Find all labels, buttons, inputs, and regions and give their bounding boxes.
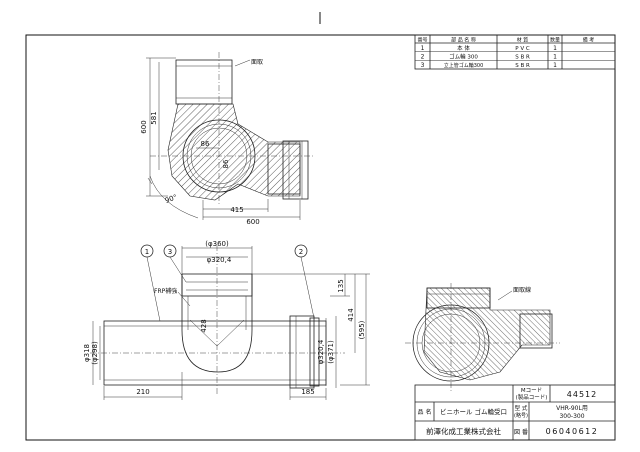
table-row-1-name: 本 体 [457, 44, 470, 52]
type-value-1: VHR-90L用 [556, 405, 588, 412]
table-row-1-qty: 1 [553, 45, 557, 52]
name-value: ビニホール ゴム輪受口 [440, 407, 507, 416]
dim-210: 210 [136, 388, 149, 396]
dim-581-vertical: 581 [150, 111, 158, 124]
label-chamfer-side: 面取線 [513, 286, 531, 294]
table-row-1-no: 1 [421, 45, 425, 52]
table-header-note: 備 考 [583, 37, 595, 44]
table-row-3-qty: 1 [553, 62, 557, 69]
table-header-no: 番号 [417, 37, 427, 44]
table-row-3-material: S B R [515, 63, 530, 69]
company-name: 前澤化成工業株式会社 [426, 426, 501, 436]
balloon-1-label: 1 [145, 248, 149, 256]
top-view: 面取 600 581 86 86 90° 415 600 [140, 52, 315, 226]
table-row-3-no: 3 [421, 62, 425, 69]
table-row-3-name: 立上管ゴム輪300 [444, 62, 484, 69]
dim-d371: (φ371) [327, 340, 335, 364]
drawing-number-label: 図 番 [514, 429, 528, 436]
mcode-value: 44512 [567, 390, 597, 399]
sheet-border [25, 34, 616, 441]
dim-86-horizontal: 86 [201, 140, 210, 148]
dim-600-horizontal: 600 [246, 218, 259, 226]
parts-table: 番号 部 品 名 称 材 質 数量 備 考 1 本 体 P V C 1 2 ゴム… [414, 34, 616, 70]
dim-86-vertical: 86 [222, 159, 230, 168]
table-header-material: 材 質 [517, 37, 529, 44]
type-value-2: 300-300 [559, 413, 584, 420]
balloon-3-label: 3 [168, 248, 172, 256]
table-header-qty: 数量 [550, 37, 560, 44]
balloon-2-label: 2 [299, 248, 303, 256]
side-view: 面取線 [405, 283, 560, 392]
dim-185: 185 [301, 388, 314, 396]
label-frp: FRP補強 [154, 287, 177, 295]
dim-d298: (φ298) [91, 341, 99, 365]
table-row-1-material: P V C [515, 46, 530, 52]
dim-d320-top: φ320,4 [207, 256, 232, 264]
dim-d320-right: φ320,4 [317, 339, 325, 364]
dim-135: 135 [337, 279, 345, 292]
dim-414: 414 [347, 308, 355, 322]
type-label-2: (略号) [514, 412, 528, 419]
title-block: Mコード (製品コード) 44512 品 名 ビニホール ゴム輪受口 型 式 (… [414, 384, 616, 441]
table-row-2-qty: 1 [553, 54, 557, 61]
label-chamfer-top: 面取 [251, 59, 263, 66]
table-row-2-name: ゴム輪 300 [449, 53, 478, 61]
table-row-2-no: 2 [421, 54, 425, 61]
table-header-name: 部 品 名 称 [451, 37, 476, 44]
dim-d360: (φ360) [205, 240, 229, 248]
dim-600-vertical: 600 [140, 120, 148, 133]
name-label: 品 名 [418, 408, 432, 416]
drawing-number-value: 06040612 [546, 427, 599, 436]
type-label-1: 型 式 [515, 404, 528, 412]
dim-angle-90: 90° [164, 193, 178, 205]
dim-595: (595) [358, 320, 366, 339]
dim-415: 415 [230, 206, 243, 214]
dim-428: 428 [200, 319, 208, 332]
mcode-label-1: Mコード [521, 387, 542, 394]
table-row-2-material: S B R [515, 55, 530, 61]
dim-d318: φ318 [83, 344, 91, 362]
front-view: 1 3 2 FRP補強 (φ360) φ320,4 428 φ318 (φ298… [83, 240, 370, 400]
mcode-label-2: (製品コード) [516, 393, 548, 401]
